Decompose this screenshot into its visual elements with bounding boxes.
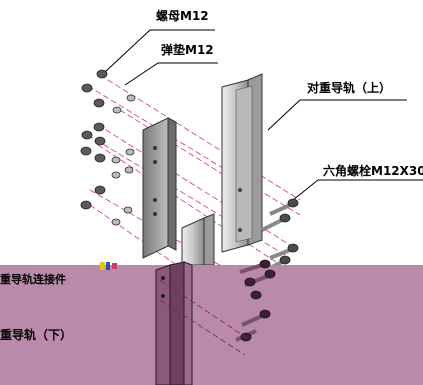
upper-rail [221,73,263,253]
overlay-centerlines [159,279,251,356]
nut-group [80,69,108,210]
lower-rail [155,261,193,385]
connector-label: 重导轨连接件 [0,273,66,286]
bolt-group [261,198,299,274]
upper-rail-label: 对重导轨（上） [307,81,392,95]
nut-label: 螺母M12 [156,9,209,23]
rail-connector-plate [142,117,177,259]
lower-fasteners [235,259,276,342]
overlay-band [0,265,423,385]
white-gap [0,72,423,74]
bolt-label: 六角螺栓M12X30 [323,164,423,178]
lower-rail-label: 重导轨（下） [0,328,73,342]
washer-group [111,94,136,226]
connector-icons [100,262,117,270]
lower-rail-upper-part [181,213,215,266]
washer-label: 弹垫M12 [161,43,214,57]
